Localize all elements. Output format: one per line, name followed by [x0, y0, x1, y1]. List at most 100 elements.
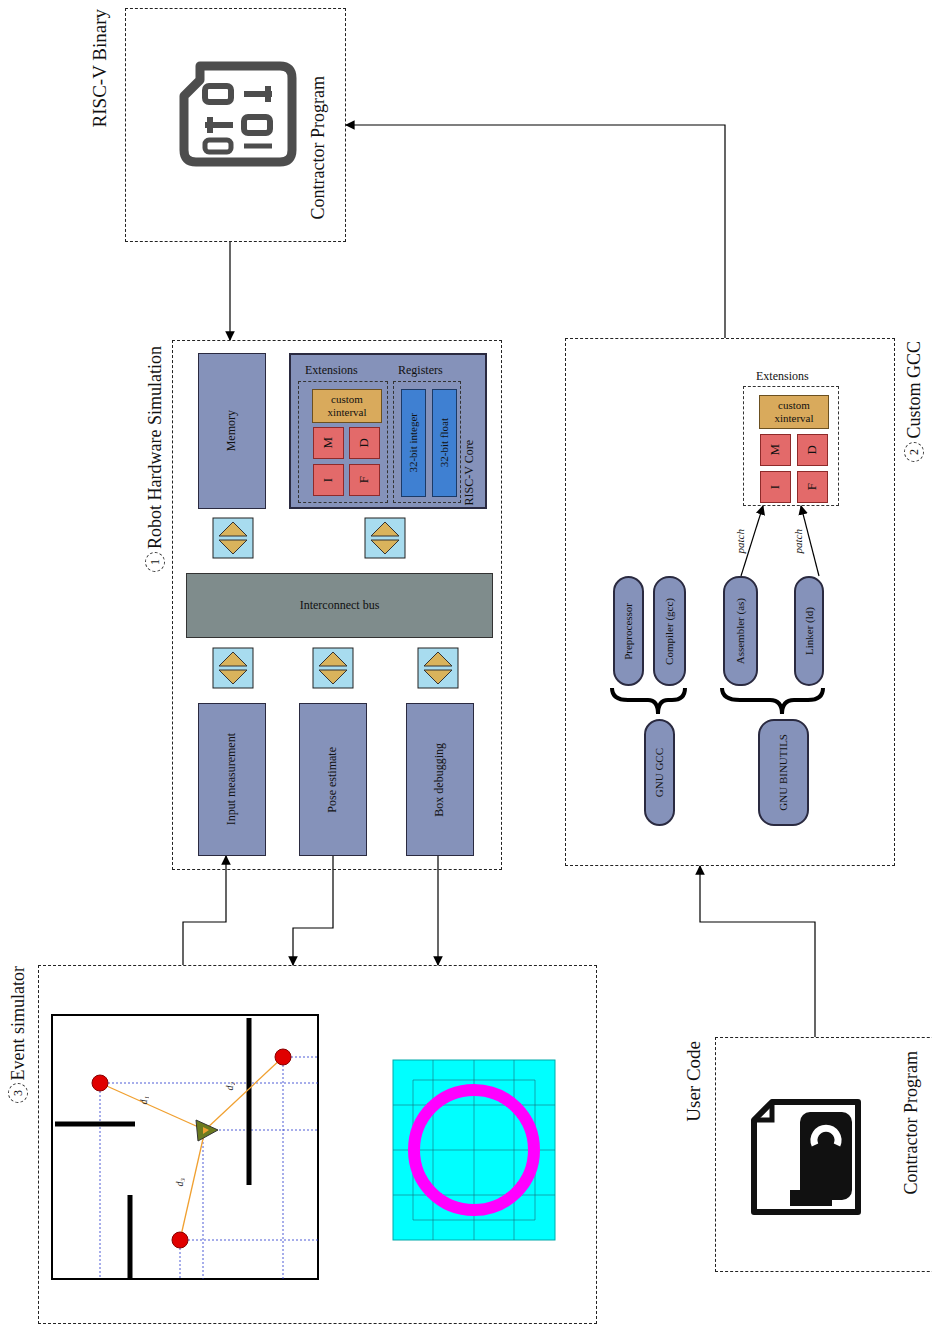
- heading-text: Registers: [398, 364, 443, 378]
- arrow-connector: [183, 856, 226, 965]
- node-text: I: [321, 478, 336, 482]
- box-paving-image: [514, 1060, 515, 1240]
- node-text: Assembler (as): [734, 598, 747, 664]
- heading-text: Robot Hardware Simulation: [145, 346, 166, 549]
- node-text: 32-bit float: [438, 418, 451, 467]
- module-box: Pose estimate: [299, 703, 367, 856]
- map-illustration: [205, 1057, 283, 1130]
- map-illustration: [283, 1057, 284, 1279]
- node-text: I: [768, 485, 783, 489]
- node-text: GNU GCC: [653, 748, 666, 797]
- box-paving-image: [410, 1086, 538, 1214]
- heading-text: Contractor Program: [308, 76, 329, 219]
- box-paving-image: [433, 1060, 434, 1240]
- group-frame: Custom GCCExtensionscustom xintervalMDIF…: [565, 338, 895, 866]
- arrow-connector: [229, 242, 230, 340]
- arrow-connector: [700, 866, 815, 1037]
- distance-label: d₃: [174, 1178, 185, 1186]
- callout-number: 2: [904, 442, 924, 462]
- node-text: Input measurement: [225, 733, 239, 825]
- map-illustration: [196, 1120, 218, 1141]
- box-paving-image: [393, 1105, 555, 1106]
- node-text: custom xinterval: [315, 393, 379, 418]
- node-text: Box debugging: [433, 743, 447, 817]
- tool-box: Preprocessor: [613, 576, 644, 686]
- binary-icon: [207, 117, 213, 133]
- binary-icon: [205, 140, 231, 152]
- map-illustration: [100, 1083, 101, 1279]
- extension-box: custom xinterval: [312, 389, 382, 423]
- source-file-icon: [754, 1102, 858, 1212]
- heading-text: User Code: [683, 1041, 705, 1122]
- source-file-icon: [800, 1112, 852, 1200]
- node-text: F: [805, 483, 820, 490]
- map-illustration: [203, 1127, 209, 1134]
- bus-bar: Interconnect bus: [186, 573, 493, 638]
- group-frame: Event simulator: [38, 965, 597, 1324]
- source-file-icon: [814, 1128, 838, 1145]
- node-text: GNU BINUTILS: [777, 734, 790, 811]
- register-box: 32-bit float: [432, 389, 457, 497]
- map-illustration: [203, 1130, 318, 1131]
- extension-box: M: [313, 427, 344, 459]
- arrow-connector: [293, 856, 333, 965]
- module-box: Input measurement: [198, 703, 266, 856]
- map-illustration: [92, 1075, 108, 1091]
- map-illustration: [203, 1130, 204, 1279]
- extension-box: D: [797, 434, 828, 466]
- map-illustration: [275, 1049, 291, 1065]
- module-box: Memory: [198, 353, 266, 509]
- tool-box: Assembler (as): [723, 576, 758, 686]
- extension-group: Extensionscustom xintervalMDIF: [298, 381, 388, 503]
- bus-link-symbol: [418, 648, 458, 688]
- distance-label: d₁: [138, 1096, 149, 1104]
- bus-link-symbol: [365, 518, 405, 558]
- heading-text: RISC-V Binary: [89, 9, 111, 127]
- node-text: Preprocessor: [622, 603, 635, 660]
- brace: [612, 688, 823, 714]
- source-file-icon: [790, 1190, 832, 1206]
- bus-link-symbol: [313, 648, 353, 688]
- source-file-icon: [754, 1102, 772, 1120]
- binary-icon: [184, 66, 292, 162]
- extension-box: I: [313, 464, 344, 496]
- map-illustration: [100, 1083, 205, 1130]
- extension-box: D: [349, 427, 380, 459]
- box-paving-image: [393, 1060, 555, 1240]
- map-illustration: [128, 1195, 133, 1279]
- extension-box: I: [760, 471, 791, 503]
- binary-icon: [265, 86, 271, 102]
- module-box: Box debugging: [406, 703, 474, 856]
- group-frame: Robot Hardware SimulationMemoryRISC-V Co…: [172, 340, 502, 870]
- node-text: 32-bit integer: [407, 413, 420, 473]
- box-paving-image: [413, 1220, 535, 1221]
- core-box: RISC-V CoreExtensionscustom xintervalMDI…: [289, 353, 487, 509]
- binary-icon: [244, 144, 272, 149]
- binary-icon: [244, 117, 270, 133]
- node-text: Interconnect bus: [300, 599, 380, 613]
- box-paving-image: [393, 1060, 555, 1240]
- heading-text: Extensions: [305, 364, 358, 378]
- tool-box: GNU BINUTILS: [758, 719, 809, 826]
- binary-icon: [184, 66, 292, 162]
- box-paving-image: [393, 1195, 555, 1196]
- tool-box: GNU GCC: [644, 719, 675, 826]
- group-frame: User CodeContractor Program: [715, 1037, 932, 1272]
- box-paving-image: [414, 1090, 534, 1210]
- node-text: custom xinterval: [762, 399, 826, 424]
- extension-group: Extensionscustom xintervalMDIF: [743, 386, 839, 506]
- node-text: Memory: [225, 410, 239, 451]
- box-paving-image: [413, 1080, 535, 1081]
- tool-box: Linker (ld): [794, 576, 824, 686]
- map-illustration: [55, 1018, 249, 1279]
- map-illustration: [100, 1083, 318, 1084]
- map-illustration: [55, 1122, 135, 1127]
- map-illustration: [247, 1018, 252, 1185]
- node-text: F: [357, 476, 372, 483]
- extension-box: F: [797, 471, 828, 503]
- map-illustration: [172, 1232, 188, 1248]
- edge-label: patch: [791, 529, 805, 553]
- map-illustration: [100, 1057, 283, 1240]
